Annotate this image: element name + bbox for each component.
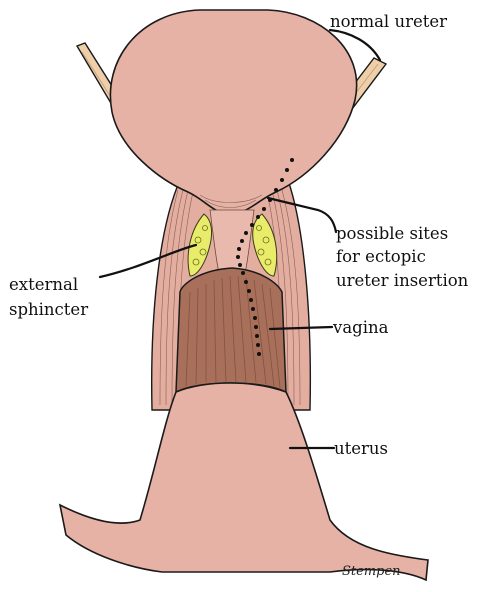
label-external-sphincter-line1: external xyxy=(9,275,78,294)
label-possible-sites-line1: possible sites xyxy=(336,224,448,243)
label-normal-ureter: normal ureter xyxy=(330,12,447,31)
label-uterus: uterus xyxy=(334,439,388,458)
bladder xyxy=(110,10,356,215)
artist-signature: Stempen xyxy=(342,564,401,579)
label-possible-sites-line2: for ectopic xyxy=(336,247,426,266)
label-vagina: vagina xyxy=(332,318,389,337)
label-external-sphincter-line2: sphincter xyxy=(9,300,88,319)
vagina-shape xyxy=(176,268,286,392)
label-possible-sites-line3: ureter insertion xyxy=(336,271,469,290)
uterus-shape xyxy=(60,383,428,580)
